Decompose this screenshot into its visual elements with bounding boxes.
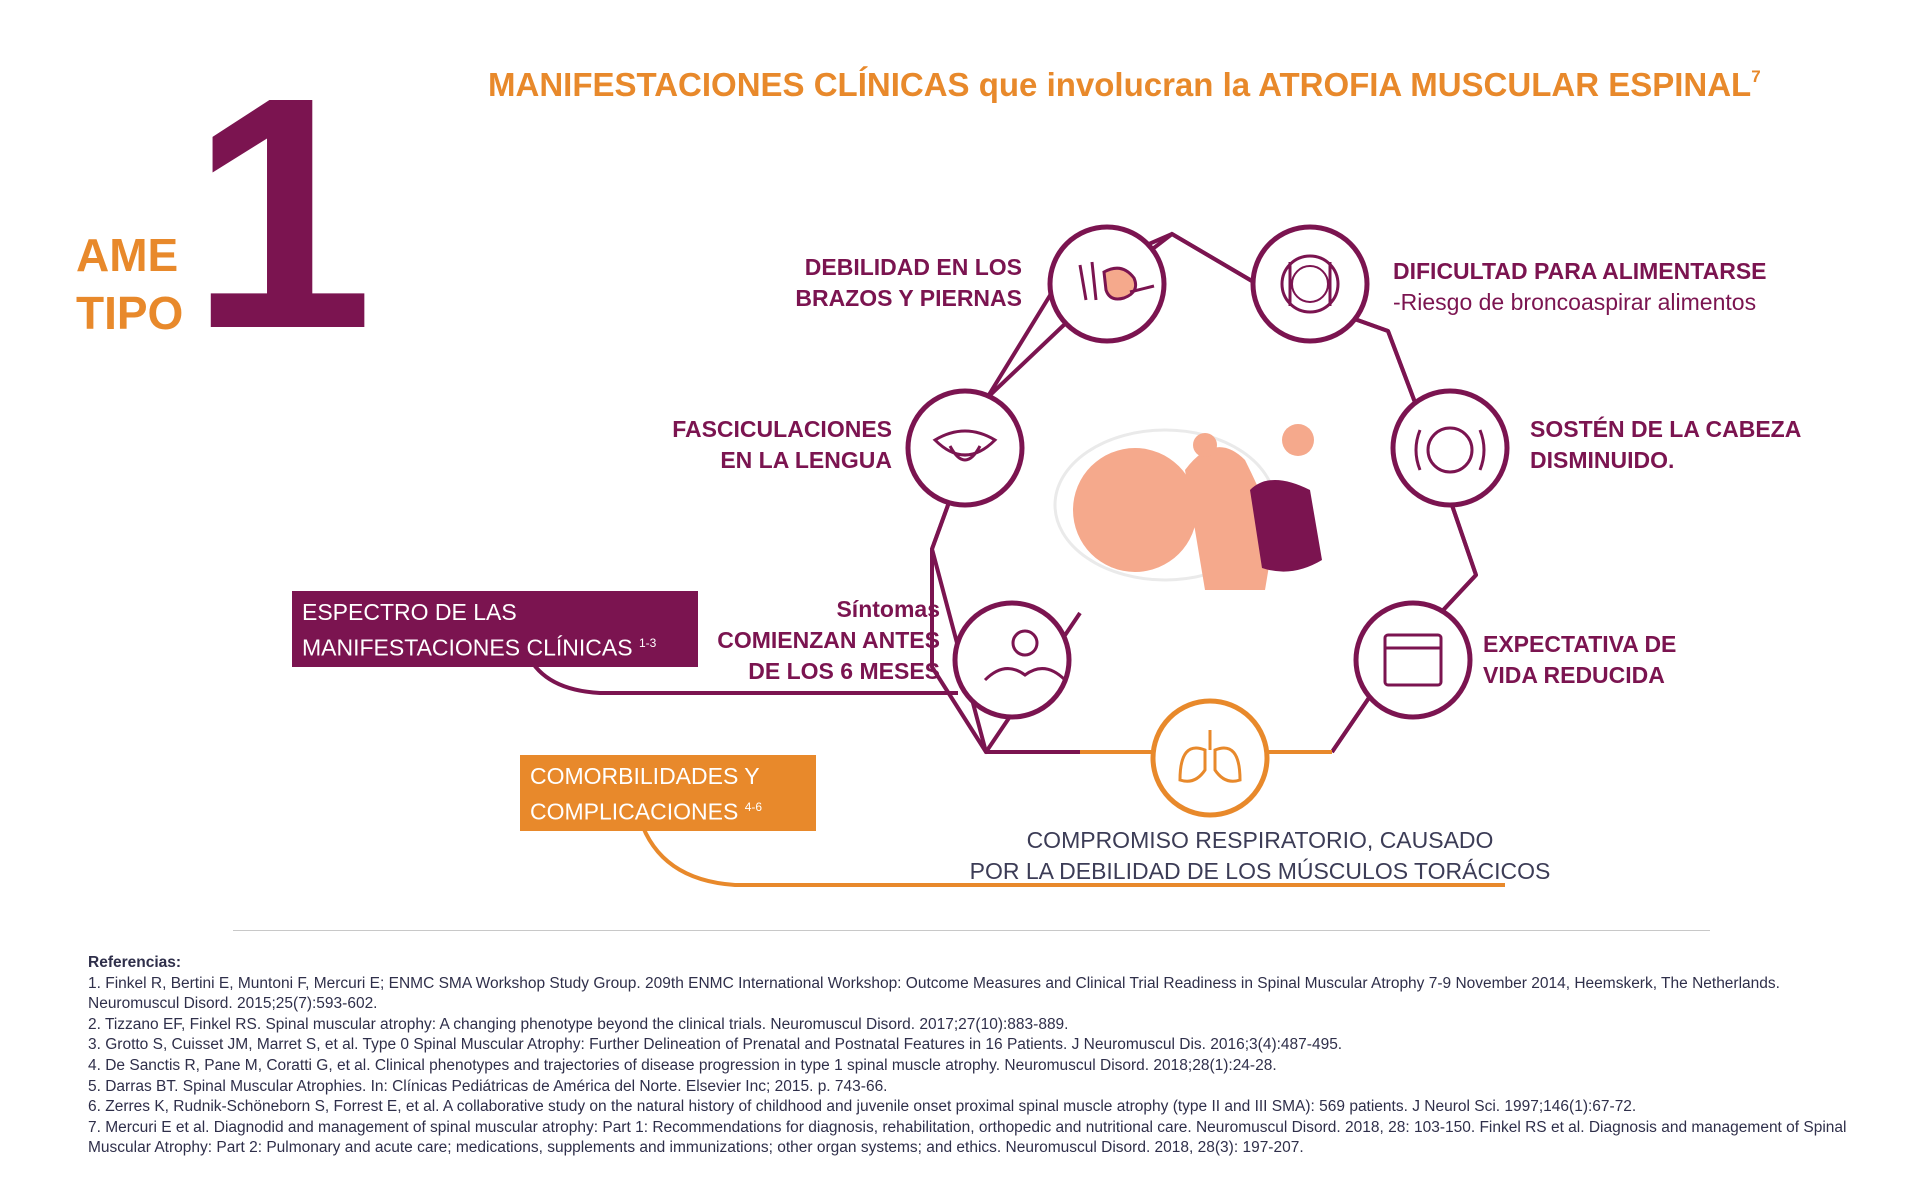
tongue-circle bbox=[905, 388, 1025, 508]
label-weakness-line1: DEBILIDAD EN LOS bbox=[804, 254, 1022, 280]
spectrum-box-line2: MANIFESTACIONES CLÍNICAS bbox=[302, 634, 633, 661]
label-respiratory-line1: COMPROMISO RESPIRATORIO, CAUSADO bbox=[1026, 827, 1494, 853]
calendar-icon bbox=[1383, 633, 1443, 687]
reference-item: 4. De Sanctis R, Pane M, Coratti G, et a… bbox=[88, 1056, 1277, 1074]
references-heading: Referencias: bbox=[88, 954, 182, 971]
label-life-line2: VIDA REDUCIDA bbox=[1483, 662, 1665, 688]
type-label: AME TIPO bbox=[76, 226, 183, 342]
head-circle bbox=[1390, 388, 1510, 508]
reference-item: 5. Darras BT. Spinal Muscular Atrophies.… bbox=[88, 1077, 888, 1095]
page-title-text: MANIFESTACIONES CLÍNICAS que involucran … bbox=[488, 66, 1752, 103]
label-weakness-line2: BRAZOS Y PIERNAS bbox=[795, 285, 1022, 311]
label-respiratory-line2: POR LA DEBILIDAD DE LOS MÚSCULOS TORÁCIC… bbox=[969, 858, 1551, 884]
label-onset-line2: COMIENZAN ANTES bbox=[717, 627, 940, 653]
tongue-icon bbox=[932, 429, 998, 462]
baby-icon bbox=[1053, 424, 1322, 590]
divider bbox=[233, 930, 1710, 931]
reference-item: 7. Mercuri E et al. Diagnodid and manage… bbox=[88, 1118, 1847, 1157]
type-number: 1 bbox=[190, 28, 374, 397]
label-tongue-line1: FASCICULACIONES bbox=[672, 416, 892, 442]
page-title: MANIFESTACIONES CLÍNICAS que involucran … bbox=[488, 66, 1848, 104]
label-onset: Síntomas COMIENZAN ANTES DE LOS 6 MESES bbox=[670, 594, 940, 687]
reference-item: 3. Grotto S, Cuisset JM, Marret S, et al… bbox=[88, 1036, 1343, 1054]
label-weakness: DEBILIDAD EN LOS BRAZOS Y PIERNAS bbox=[750, 252, 1022, 314]
type-label-line1: AME bbox=[76, 229, 179, 281]
onset-circle bbox=[952, 600, 1072, 720]
label-feeding-line2: -Riesgo de broncoaspirar alimentos bbox=[1393, 289, 1757, 315]
comorbid-box-sup: 4-6 bbox=[744, 800, 763, 814]
label-feeding-line1: DIFICULTAD PARA ALIMENTARSE bbox=[1393, 258, 1767, 284]
respiratory-circle bbox=[1150, 698, 1270, 818]
comorbid-box: COMORBILIDADES Y COMPLICACIONES 4-6 bbox=[520, 755, 816, 831]
spectrum-box-sup: 1-3 bbox=[638, 636, 657, 650]
label-tongue: FASCICULACIONES EN LA LENGUA bbox=[640, 414, 892, 476]
reference-item: 1. Finkel R, Bertini E, Muntoni F, Mercu… bbox=[88, 974, 1780, 1013]
arms-legs-icon bbox=[1078, 261, 1155, 301]
label-onset-line1: Síntomas bbox=[836, 596, 940, 622]
label-life: EXPECTATIVA DE VIDA REDUCIDA bbox=[1483, 629, 1743, 691]
ring-purple-left bbox=[930, 282, 1109, 754]
head-icon bbox=[1426, 426, 1474, 474]
references: Referencias: 1. Finkel R, Bertini E, Mun… bbox=[88, 953, 1868, 1159]
label-respiratory: COMPROMISO RESPIRATORIO, CAUSADO POR LA … bbox=[880, 825, 1640, 887]
feeding-circle bbox=[1250, 224, 1370, 344]
type-label-line2: TIPO bbox=[76, 287, 184, 339]
spectrum-box-line1: ESPECTRO DE LAS bbox=[302, 599, 517, 625]
label-life-line1: EXPECTATIVA DE bbox=[1483, 631, 1677, 657]
plate-cutlery-icon bbox=[1280, 254, 1340, 314]
label-tongue-line2: EN LA LENGUA bbox=[720, 447, 892, 473]
label-head-line2: DISMINUIDO. bbox=[1530, 447, 1675, 473]
label-head-line1: SOSTÉN DE LA CABEZA bbox=[1530, 416, 1802, 442]
reference-item: 2. Tizzano EF, Finkel RS. Spinal muscula… bbox=[88, 1015, 1069, 1033]
comorbid-box-line2: COMPLICACIONES bbox=[530, 798, 739, 825]
weakness-circle bbox=[1047, 224, 1167, 344]
spectrum-box: ESPECTRO DE LAS MANIFESTACIONES CLÍNICAS… bbox=[292, 591, 698, 667]
life-circle bbox=[1353, 600, 1473, 720]
hands-baby-icon bbox=[1011, 629, 1039, 657]
label-onset-line3: DE LOS 6 MESES bbox=[748, 658, 940, 684]
page-title-sup: 7 bbox=[1751, 67, 1761, 86]
label-head: SOSTÉN DE LA CABEZA DISMINUIDO. bbox=[1530, 414, 1830, 476]
lungs-icon bbox=[1178, 730, 1242, 783]
label-feeding: DIFICULTAD PARA ALIMENTARSE -Riesgo de b… bbox=[1393, 256, 1813, 318]
comorbid-box-line1: COMORBILIDADES Y bbox=[530, 763, 760, 789]
reference-item: 6. Zerres K, Rudnik-Schöneborn S, Forres… bbox=[88, 1098, 1637, 1116]
comorbid-connector bbox=[638, 818, 1505, 887]
